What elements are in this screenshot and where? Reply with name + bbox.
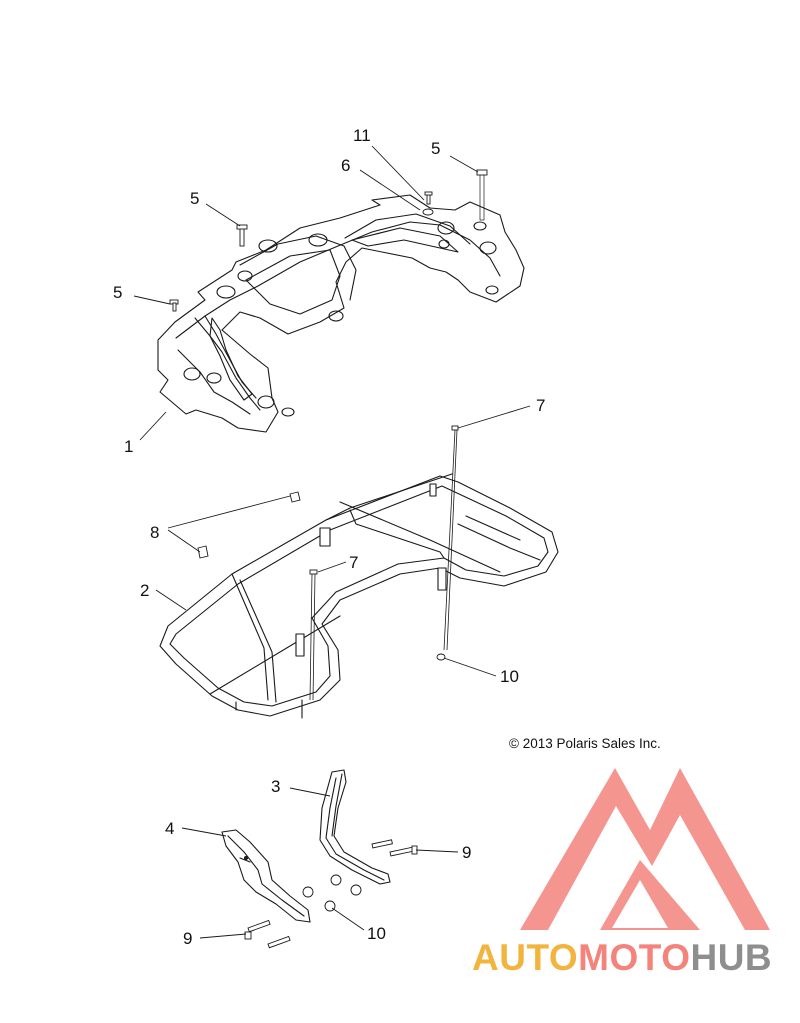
support-bracket-4-part (221, 829, 311, 923)
automotohub-watermark: AUTOMOTOHUB (472, 937, 772, 979)
callout-9-right: 9 (462, 843, 471, 862)
clip-8-lower-icon (197, 545, 209, 559)
bolt-9-right-icon (371, 839, 418, 857)
callout-3: 3 (271, 777, 280, 796)
fastener-5-right-icon (476, 169, 488, 221)
leader-lines (133, 145, 531, 939)
callout-9-left: 9 (183, 929, 192, 948)
callout-2: 2 (140, 581, 149, 600)
fastener-11-icon (424, 191, 433, 205)
rack-frame-part (159, 473, 559, 719)
automotohub-logo-icon (520, 768, 770, 930)
bolt-9-left-icon (244, 919, 291, 949)
nut-10-bracket-icon (302, 874, 362, 912)
fastener-5-icon (236, 224, 248, 247)
callout-5-mid: 5 (190, 189, 199, 208)
support-bracket-3-part (319, 769, 391, 885)
bolt-7-upper-icon (443, 425, 459, 651)
callout-8: 8 (150, 523, 159, 542)
callout-10-frame: 10 (500, 667, 519, 686)
nut-10-frame-icon (436, 653, 446, 661)
watermark-moto-text: MOTO (578, 937, 691, 978)
callout-10-bracket: 10 (367, 924, 386, 943)
copyright-notice: © 2013 Polaris Sales Inc. (509, 736, 661, 751)
callout-1: 1 (124, 437, 133, 456)
callout-4: 4 (165, 819, 174, 838)
clip-8-upper-icon (289, 491, 301, 503)
callout-5-top: 5 (431, 139, 440, 158)
callout-6: 6 (341, 156, 350, 175)
callout-7-lower: 7 (349, 553, 358, 572)
watermark-auto-text: AUTO (472, 937, 579, 978)
bolt-7-lower-icon (309, 569, 318, 701)
callout-11: 11 (353, 126, 371, 145)
washer-6-icon (422, 208, 434, 216)
callout-7-upper: 7 (536, 396, 545, 415)
callout-5-left: 5 (113, 283, 122, 302)
fastener-5-left-icon (169, 299, 179, 312)
rack-plate-part (157, 194, 525, 433)
watermark-hub-text: HUB (690, 937, 773, 978)
